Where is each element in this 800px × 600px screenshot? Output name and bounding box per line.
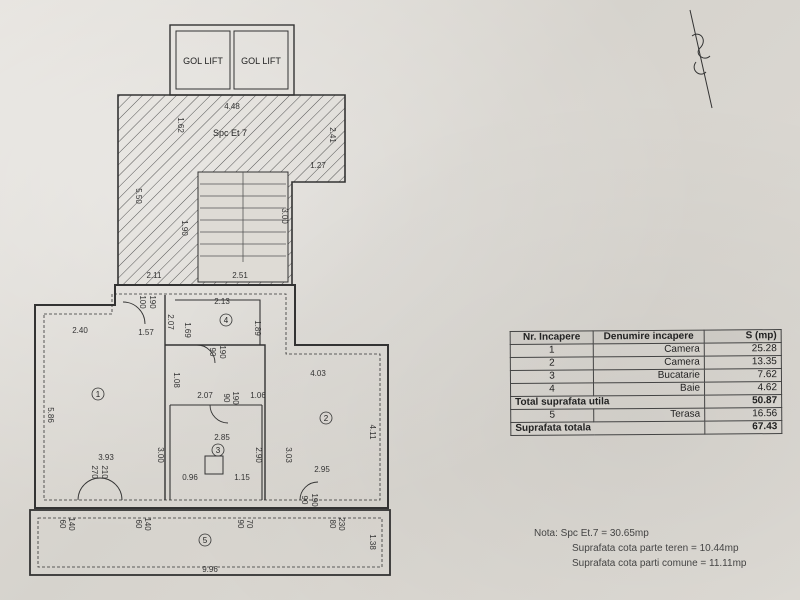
svg-text:270: 270 — [90, 465, 99, 479]
column-header-nr: Nr. Incapere — [510, 330, 594, 345]
elevator-left-label: GOL LIFT — [183, 56, 223, 66]
note-line-comune: Suprafata cota parti comune = 11.11mp — [572, 558, 747, 569]
svg-text:1.89: 1.89 — [253, 320, 262, 336]
svg-text:0.96: 0.96 — [182, 473, 198, 482]
column-header-area: S (mp) — [704, 329, 782, 344]
svg-text:3: 3 — [216, 446, 221, 455]
svg-text:2.51: 2.51 — [232, 271, 248, 280]
note-line-spc: Nota: Spc Et.7 = 30.65mp — [534, 528, 649, 539]
svg-text:60: 60 — [134, 520, 143, 529]
svg-text:190: 190 — [310, 493, 319, 507]
terrace — [29, 509, 391, 576]
apartment-walls — [34, 284, 389, 509]
svg-text:2.41: 2.41 — [328, 127, 337, 143]
svg-text:2.85: 2.85 — [214, 433, 230, 442]
svg-text:9.96: 9.96 — [202, 565, 218, 574]
svg-text:100: 100 — [138, 295, 147, 309]
svg-text:3.93: 3.93 — [98, 453, 114, 462]
svg-text:3.03: 3.03 — [284, 447, 293, 463]
svg-text:2.40: 2.40 — [72, 326, 88, 335]
svg-text:5: 5 — [203, 536, 208, 545]
svg-text:4.48: 4.48 — [224, 102, 240, 111]
svg-text:1.90: 1.90 — [180, 220, 189, 236]
svg-text:2.13: 2.13 — [214, 297, 230, 306]
svg-text:1.15: 1.15 — [234, 473, 250, 482]
svg-text:70: 70 — [245, 520, 254, 529]
staircase-label: Spc Et 7 — [213, 128, 247, 138]
svg-text:1.38: 1.38 — [368, 534, 377, 550]
svg-text:190: 190 — [218, 345, 227, 359]
svg-text:2.90: 2.90 — [254, 447, 263, 463]
staircase-core: Spc Et 7 4.48 1.62 2.41 1.27 5.50 1.90 3… — [117, 94, 346, 286]
elevator-shafts: GOL LIFT GOL LIFT — [169, 24, 295, 96]
svg-text:90: 90 — [208, 348, 217, 357]
area-notes: Nota: Spc Et.7 = 30.65mp Suprafata cota … — [534, 526, 796, 571]
svg-text:2.11: 2.11 — [147, 271, 163, 280]
svg-text:3.00: 3.00 — [156, 447, 165, 463]
svg-text:1.62: 1.62 — [176, 117, 185, 133]
svg-text:4: 4 — [224, 316, 229, 325]
svg-text:1.27: 1.27 — [310, 161, 326, 170]
table-row-total: Suprafata totala 67.43 — [510, 420, 782, 436]
svg-text:1.69: 1.69 — [183, 322, 192, 338]
north-arrow-icon — [689, 9, 713, 109]
column-header-name: Denumire incapere — [593, 330, 705, 344]
svg-text:60: 60 — [58, 520, 67, 529]
room-markers: 1 2 3 4 5 — [91, 313, 333, 547]
svg-text:90: 90 — [300, 496, 309, 505]
svg-text:190: 190 — [148, 295, 157, 309]
svg-text:1.57: 1.57 — [138, 328, 154, 337]
svg-text:4.11: 4.11 — [368, 425, 377, 441]
svg-text:2.07: 2.07 — [197, 391, 213, 400]
svg-text:1: 1 — [96, 390, 101, 399]
svg-text:2: 2 — [324, 414, 329, 423]
svg-text:140: 140 — [67, 517, 76, 531]
svg-text:80: 80 — [328, 520, 337, 529]
svg-text:3.00: 3.00 — [280, 208, 289, 224]
svg-text:1.06: 1.06 — [250, 391, 266, 400]
svg-text:90: 90 — [222, 394, 231, 403]
svg-text:190: 190 — [231, 391, 240, 405]
elevator-right-label: GOL LIFT — [241, 56, 281, 66]
room-area-table: Nr. Incapere Denumire incapere S (mp) 1 … — [510, 329, 783, 436]
svg-text:5.86: 5.86 — [46, 407, 55, 423]
note-line-teren: Suprafata cota parte teren = 10.44mp — [572, 543, 739, 554]
svg-text:230: 230 — [337, 517, 346, 531]
svg-text:140: 140 — [143, 517, 152, 531]
svg-text:4.03: 4.03 — [310, 369, 326, 378]
svg-text:5.50: 5.50 — [134, 188, 143, 204]
svg-text:90: 90 — [236, 520, 245, 529]
svg-text:210: 210 — [100, 465, 109, 479]
svg-text:1.08: 1.08 — [172, 372, 181, 388]
svg-text:2.07: 2.07 — [166, 314, 175, 330]
dimension-labels: 100 190 2.40 1.57 2.13 2.07 1.69 1.89 90… — [46, 295, 377, 574]
svg-text:2.95: 2.95 — [314, 465, 330, 474]
